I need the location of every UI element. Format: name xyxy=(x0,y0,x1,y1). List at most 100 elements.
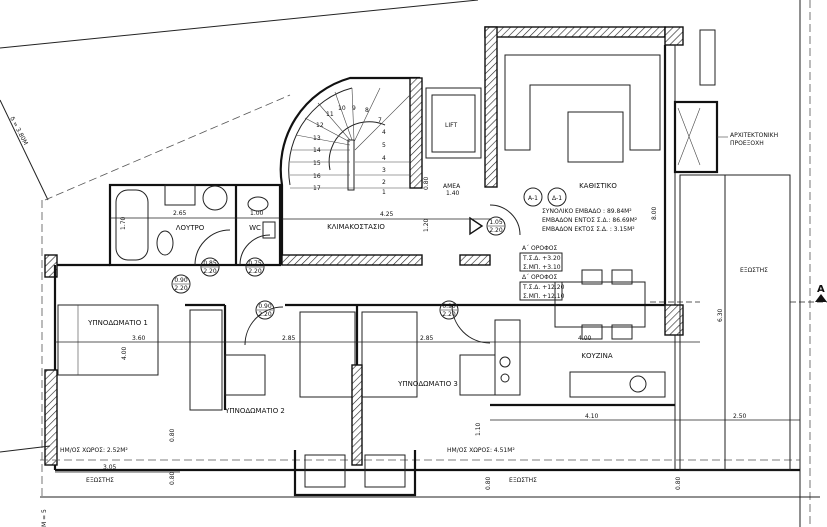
svg-text:0.90: 0.90 xyxy=(258,303,272,310)
kitchen-counter-bottom xyxy=(569,371,666,398)
lift-label: LIFT xyxy=(445,122,457,129)
dim-label: 2.85 xyxy=(420,335,434,342)
dim-label: 0.80 xyxy=(169,428,176,442)
svg-text:0.90: 0.90 xyxy=(442,303,456,310)
dim-label: 0.80 xyxy=(423,176,430,190)
step-number: 15 xyxy=(313,160,321,167)
apartment-code-circle xyxy=(523,187,543,207)
desk xyxy=(459,354,496,396)
wall-lift-left xyxy=(409,77,423,189)
balcony-label-left: ΕΞΩΣΤΗΣ xyxy=(86,477,114,484)
wall-left-hatched xyxy=(44,369,58,466)
kitchen-sink xyxy=(629,375,647,393)
leader-line xyxy=(0,445,51,453)
washer xyxy=(202,185,228,211)
stair-inner-wall xyxy=(288,87,353,186)
property-line xyxy=(0,0,479,49)
svg-text:2.20: 2.20 xyxy=(174,285,188,292)
level-tsd: Τ.Σ.Δ. +3.20 xyxy=(522,255,561,262)
kitchen-counter xyxy=(494,319,521,396)
amea-dim: 1.40 xyxy=(446,190,460,197)
wall-lift-right xyxy=(484,26,498,188)
door-tag: 0.902.20 xyxy=(255,300,275,320)
step-number: 1 xyxy=(382,189,386,196)
wc-toilet xyxy=(247,196,269,212)
sink xyxy=(164,184,196,206)
wall-stair-bottom-right xyxy=(459,254,491,266)
dim-label: 4.25 xyxy=(380,211,394,218)
svg-text:2.20: 2.20 xyxy=(489,227,503,234)
entrance-door-swing[interactable] xyxy=(489,204,521,236)
planter xyxy=(304,454,346,488)
bed3-door-swing[interactable] xyxy=(451,304,491,344)
stair-treads xyxy=(290,87,411,189)
area-outside: ΕΜΒΑΔΟΝ ΕΚΤΟΣ Σ.Δ. : 3.15M² xyxy=(542,226,635,233)
chair xyxy=(581,269,603,285)
stair-newel xyxy=(347,139,355,191)
dim-label: 0.80 xyxy=(675,476,682,490)
kitchen-label: ΚΟΥΖΙΝΑ xyxy=(581,352,612,360)
door-tag: 1.052.20 xyxy=(486,216,506,236)
coffee-table xyxy=(567,111,624,163)
dim-label: 1.10 xyxy=(475,422,482,436)
apartment-code-circle xyxy=(547,187,567,207)
bed-1 xyxy=(57,304,159,376)
door-tag: 0.852.20 xyxy=(200,257,220,277)
bathtub xyxy=(115,189,149,261)
step-number: 8 xyxy=(365,107,369,114)
wall-stair-bottom xyxy=(281,254,423,266)
lift-car xyxy=(431,94,476,153)
section-marker: A xyxy=(817,284,825,295)
chair xyxy=(611,324,633,340)
bed-3 xyxy=(361,311,418,398)
dim-label: 0.80 xyxy=(485,476,492,490)
wc-door-swing[interactable] xyxy=(239,234,271,266)
step-number: 2 xyxy=(382,179,386,186)
planter xyxy=(364,454,406,488)
hob-icon xyxy=(500,373,510,383)
stair-label: ΚΛΙΜΑΚΟΣΤΑΣΙΟ xyxy=(327,223,385,231)
level-tsd: Τ.Σ.Δ. +12.20 xyxy=(522,284,565,291)
chair xyxy=(581,324,603,340)
arch-projection-label: ΠΡΟΕΞΟΧΗ xyxy=(730,140,764,147)
bed2-door-swing[interactable] xyxy=(244,306,284,346)
stair-outer-wall xyxy=(279,76,420,265)
bedroom-1-label: ΥΠΝΟΔΩΜΑΤΙΟ 1 xyxy=(87,319,148,327)
section-arrow-icon xyxy=(815,294,827,302)
bath-door-swing[interactable] xyxy=(194,229,231,266)
window xyxy=(699,29,716,86)
planter xyxy=(293,450,355,497)
dim-label: 1.00 xyxy=(250,210,264,217)
svg-text:2.20: 2.20 xyxy=(258,311,272,318)
setback-line xyxy=(0,99,49,201)
sofa xyxy=(504,54,661,151)
step-number: 7 xyxy=(378,117,382,124)
step-number: 14 xyxy=(313,147,321,154)
planter xyxy=(355,450,417,497)
svg-text:0.75: 0.75 xyxy=(248,260,262,267)
wc-label: WC xyxy=(249,224,261,232)
bath-label: ΛΟΥΤΡΟ xyxy=(176,224,205,232)
dim-label: 1.70 xyxy=(120,216,127,230)
toilet xyxy=(156,230,174,256)
setback-label: δ = 3.80M xyxy=(8,116,29,147)
balcony-label-right: ΕΞΩΣΤΗΣ xyxy=(740,267,768,274)
dim-label: 0.80 xyxy=(169,471,176,485)
cross-line xyxy=(677,107,701,166)
dim-label: 2.65 xyxy=(173,210,187,217)
chair xyxy=(611,269,633,285)
living-room-label: ΚΑΘΙΣΤΙΚΟ xyxy=(579,182,617,190)
door-tag: 0.902.20 xyxy=(439,300,459,320)
area-inside: ΕΜΒΑΔΟΝ ΕΝΤΟΣ Σ.Δ.: 86.69M² xyxy=(542,217,638,224)
total-area: ΣΥΝΟΛΙΚΟ ΕΜΒΑΔΟ : 89.84M² xyxy=(542,208,632,215)
right-balcony xyxy=(679,174,791,471)
svg-text:2.20: 2.20 xyxy=(203,268,217,275)
step-number: 9 xyxy=(352,105,356,112)
level-floor: Δ΄ ΟΡΟΦΟΣ xyxy=(522,274,558,281)
amea-label: ΑΜΕΑ xyxy=(443,183,461,190)
wall-top-living xyxy=(484,26,666,38)
apartment-code: A-1 xyxy=(528,195,538,202)
step-number: 12 xyxy=(316,122,324,129)
step-number: 4 xyxy=(382,155,386,162)
wardrobe xyxy=(189,309,223,411)
